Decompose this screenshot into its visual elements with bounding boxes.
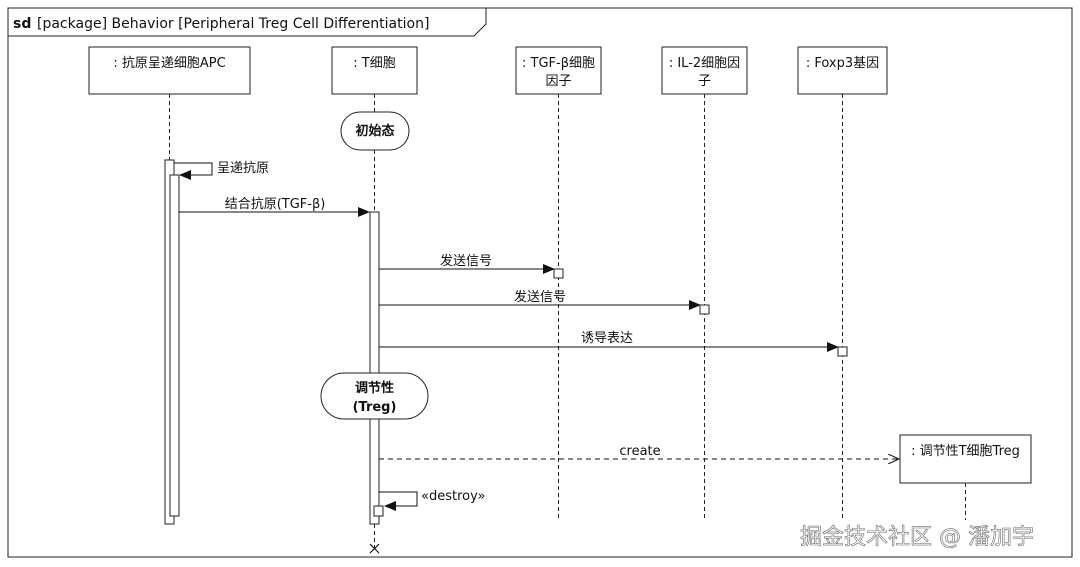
svg-text:呈递抗原: 呈递抗原 <box>217 161 269 176</box>
destruction-mark <box>369 543 380 554</box>
svg-text:«destroy»: «destroy» <box>421 489 486 504</box>
svg-text:发送信号: 发送信号 <box>514 289 566 305</box>
frame-title: [package] Behavior [Peripheral Treg Cell… <box>37 16 429 32</box>
svg-text:: IL-2细胞因: : IL-2细胞因 <box>669 56 740 71</box>
lifeline-head-t-cell: : T细胞 <box>331 46 418 95</box>
frame-title-tab <box>8 8 487 37</box>
svg-text:诱导表达: 诱导表达 <box>581 331 633 346</box>
frame-keyword: sd <box>13 16 31 32</box>
state-regulatory: 调节性 (Treg) <box>320 372 429 420</box>
activation-bar-apc-inner <box>169 174 180 517</box>
svg-text:create: create <box>619 444 660 459</box>
lifeline-head-treg-cell: : 调节性T细胞Treg <box>899 434 1032 484</box>
watermark: 掘金技术社区 @ 潘加宇 <box>800 525 1034 550</box>
state-initial: 初始态 <box>340 111 410 151</box>
svg-text:: TGF-β细胞: : TGF-β细胞 <box>522 56 595 71</box>
message-send-signal-tgf: 发送信号 <box>379 253 564 279</box>
message-create: create <box>379 444 899 459</box>
diagram-frame <box>7 7 1073 558</box>
lifeline-head-il2: : IL-2细胞因 子 <box>661 46 748 95</box>
lifeline-head-tgf-beta: : TGF-β细胞 因子 <box>515 46 602 95</box>
message-induce-expression: 诱导表达 <box>379 331 848 357</box>
lifeline-head-apc: : 抗原呈递细胞APC <box>88 46 251 95</box>
svg-text:: 调节性T细胞Treg: : 调节性T细胞Treg <box>911 444 1020 459</box>
message-send-signal-il2: 发送信号 <box>379 289 710 315</box>
svg-text:子: 子 <box>698 74 711 89</box>
svg-text:因子: 因子 <box>545 74 571 89</box>
svg-text:初始态: 初始态 <box>355 123 394 139</box>
svg-text:结合抗原(TGF-β): 结合抗原(TGF-β) <box>225 197 326 212</box>
svg-text:: Foxp3基因: : Foxp3基因 <box>806 56 879 71</box>
svg-text:调节性: 调节性 <box>355 380 394 396</box>
svg-text:: 抗原呈递细胞APC: : 抗原呈递细胞APC <box>113 56 225 71</box>
message-present-antigen: 呈递抗原 <box>174 161 269 180</box>
svg-text:: T细胞: : T细胞 <box>353 56 395 71</box>
svg-text:(Treg): (Treg) <box>353 400 397 415</box>
activation-bar-t-cell <box>369 211 380 525</box>
message-bind-antigen: 结合抗原(TGF-β) <box>179 197 370 217</box>
message-destroy: «destroy» <box>373 489 486 517</box>
lifeline-head-foxp3: : Foxp3基因 <box>797 46 888 95</box>
svg-text:发送信号: 发送信号 <box>440 253 492 269</box>
